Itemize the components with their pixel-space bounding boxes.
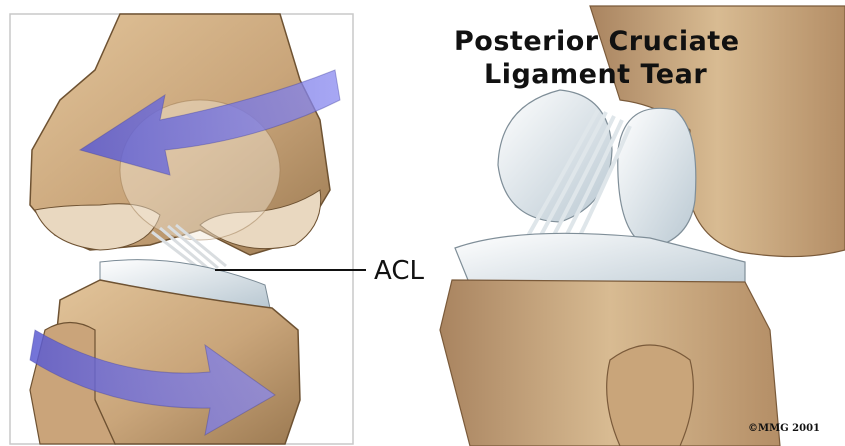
left-acl-illustration <box>10 14 366 444</box>
fibula-head-right <box>607 345 694 446</box>
title-line-2: Ligament Tear <box>484 59 707 90</box>
acl-callout-label: ACL <box>374 256 424 286</box>
title-line-1: Posterior Cruciate <box>454 26 740 57</box>
copyright-text: ©MMG 2001 <box>748 423 820 434</box>
